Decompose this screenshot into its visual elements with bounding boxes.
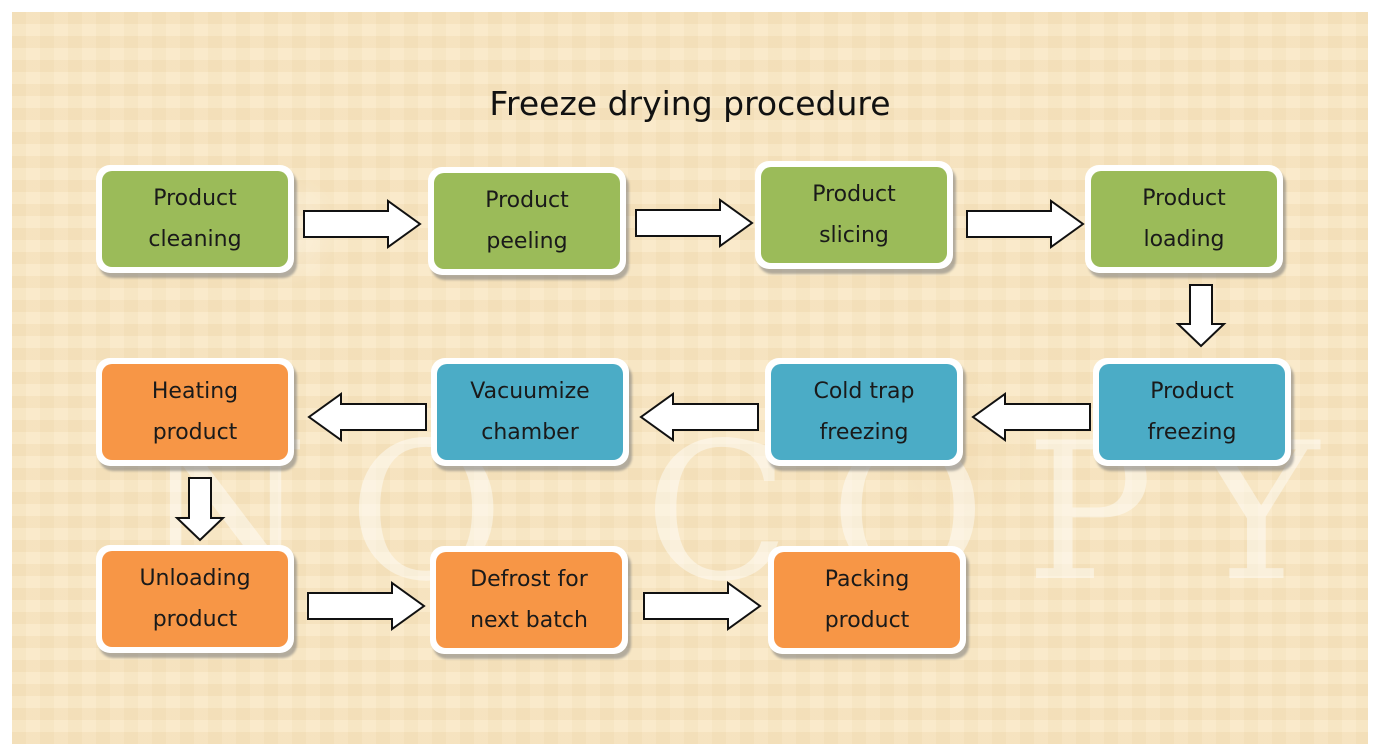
- arrow-left-1: [971, 392, 1091, 442]
- step-label: Product freezing: [1147, 379, 1237, 445]
- step-product-slicing: Product slicing: [755, 161, 953, 269]
- step-product-loading: Product loading: [1085, 165, 1283, 273]
- arrows-layer: [174, 198, 1227, 631]
- arrow-right-1: [303, 199, 422, 249]
- arrow-down-1: [1175, 284, 1227, 348]
- step-cold-trap-freezing: Cold trap freezing: [765, 358, 963, 466]
- step-defrost-next-batch: Defrost for next batch: [430, 546, 628, 654]
- step-label: Cold trap freezing: [813, 379, 915, 445]
- arrow-right-5: [643, 581, 762, 631]
- diagram-canvas: NO COPY Freeze drying procedure Product …: [12, 12, 1368, 744]
- arrow-left-3: [307, 392, 427, 442]
- step-label: Product cleaning: [148, 186, 242, 252]
- arrow-right-4: [307, 581, 426, 631]
- step-label: Product slicing: [812, 182, 896, 248]
- arrow-right-3: [966, 199, 1085, 249]
- step-label: Product peeling: [485, 188, 569, 254]
- step-heating-product: Heating product: [96, 358, 294, 466]
- step-packing-product: Packing product: [768, 546, 966, 654]
- step-label: Heating product: [151, 379, 239, 445]
- step-label: Packing product: [824, 567, 910, 633]
- step-label: Unloading product: [139, 566, 251, 632]
- step-label: Product loading: [1142, 186, 1226, 252]
- step-label: Defrost for next batch: [470, 567, 588, 633]
- diagram-title: Freeze drying procedure: [489, 84, 891, 123]
- arrow-right-2: [635, 198, 754, 248]
- step-vacuumize-chamber: Vacuumize chamber: [431, 358, 629, 466]
- arrow-down-2: [174, 477, 226, 542]
- step-product-peeling: Product peeling: [428, 167, 626, 275]
- step-unloading-product: Unloading product: [96, 545, 294, 653]
- step-product-cleaning: Product cleaning: [96, 165, 294, 273]
- step-product-freezing: Product freezing: [1093, 358, 1291, 466]
- arrow-left-2: [639, 392, 759, 442]
- step-label: Vacuumize chamber: [470, 379, 590, 445]
